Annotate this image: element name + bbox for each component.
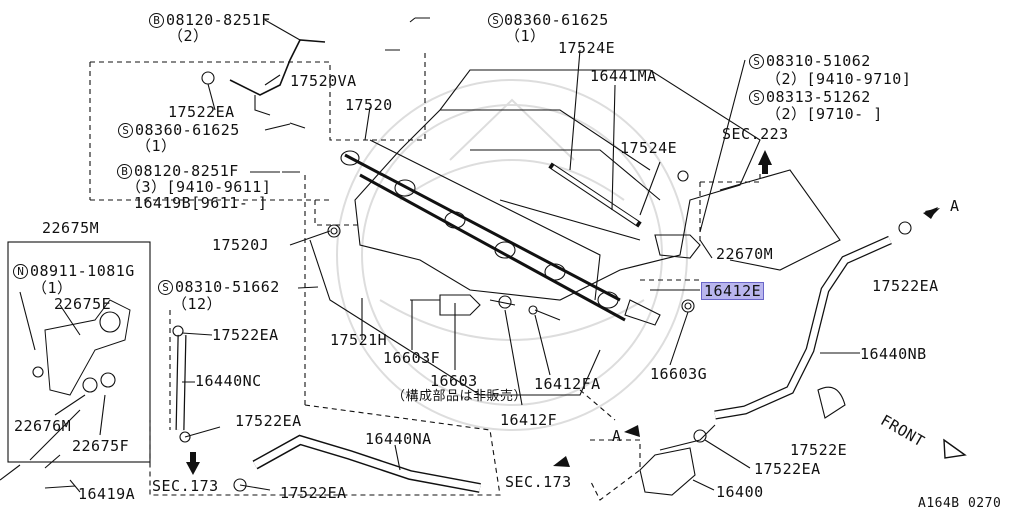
- label-08313-51262-sub: （2）[9710- ]: [766, 105, 883, 123]
- label-16603-note: （構成部品は非販売）: [392, 389, 528, 404]
- label-sec173-right[interactable]: SEC.173: [505, 473, 572, 491]
- screw-ref-circle: S: [749, 54, 764, 69]
- bolt-ref-circle: B: [117, 164, 132, 179]
- label-08313-51262[interactable]: 08313-51262: [766, 88, 871, 106]
- label-17522ea-low[interactable]: 17522EA: [235, 412, 302, 430]
- label-22675f[interactable]: 22675F: [72, 437, 130, 455]
- label-qty-1-n: （1）: [32, 279, 73, 297]
- screw-ref-circle: S: [749, 90, 764, 105]
- label-08120-8251f-mid[interactable]: 08120-8251F: [134, 162, 239, 180]
- label-qty-2-top: （2）: [168, 27, 209, 45]
- label-17521h[interactable]: 17521H: [330, 331, 388, 349]
- label-16440nc[interactable]: 16440NC: [195, 372, 262, 390]
- label-17524e-mid[interactable]: 17524E: [620, 139, 678, 157]
- label-16412fa[interactable]: 16412FA: [534, 375, 601, 393]
- clamp-17522e: [817, 386, 846, 419]
- label-22676m[interactable]: 22676M: [14, 417, 72, 435]
- label-16412f[interactable]: 16412F: [500, 411, 558, 429]
- label-17522ea-1[interactable]: 17522EA: [168, 103, 235, 121]
- label-16603f[interactable]: 16603F: [383, 349, 441, 367]
- label-17520j[interactable]: 17520J: [212, 236, 270, 254]
- label-17522ea-right[interactable]: 17522EA: [872, 277, 939, 295]
- screw-ref-circle: S: [118, 123, 133, 138]
- label-17522ea-bottom-left[interactable]: 17522EA: [280, 484, 347, 502]
- label-16412e-highlighted[interactable]: 16412E: [701, 282, 765, 300]
- label-08911-1081g[interactable]: 08911-1081G: [30, 262, 135, 280]
- label-17520[interactable]: 17520: [345, 96, 393, 114]
- label-sec223[interactable]: SEC.223: [722, 125, 789, 143]
- label-16603g[interactable]: 16603G: [650, 365, 708, 383]
- label-17520va[interactable]: 17520VA: [290, 72, 357, 90]
- label-qty-12: （12）: [172, 295, 223, 313]
- label-22675m[interactable]: 22675M: [42, 219, 100, 237]
- label-08360-61625-mid[interactable]: 08360-61625: [135, 121, 240, 139]
- label-16400[interactable]: 16400: [716, 483, 764, 501]
- label-16440na[interactable]: 16440NA: [365, 430, 432, 448]
- label-16603[interactable]: 16603: [430, 372, 478, 390]
- label-16440nb[interactable]: 16440NB: [860, 345, 927, 363]
- label-22670m[interactable]: 22670M: [716, 245, 774, 263]
- label-16419b[interactable]: 16419B[9611- ]: [134, 194, 268, 212]
- label-17522ea-mid[interactable]: 17522EA: [212, 326, 279, 344]
- fuel-injectors: [340, 150, 695, 326]
- intake-manifold: [309, 69, 841, 396]
- fuel-filter: [639, 447, 696, 496]
- label-08310-51062[interactable]: 08310-51062: [766, 52, 871, 70]
- watermark-emblem: [336, 79, 688, 431]
- hose-16440nb: [714, 235, 892, 420]
- nut-ref-circle: N: [13, 264, 28, 279]
- dashed-group-lines: [89, 50, 761, 501]
- label-17522ea-bottom-right[interactable]: 17522EA: [754, 460, 821, 478]
- label-qty-1-mid: （1）: [136, 137, 177, 155]
- label-qty-1-top: （1）: [505, 27, 546, 45]
- label-08310-51062-sub: （2）[9410-9710]: [766, 70, 912, 88]
- label-16419a[interactable]: 16419A: [78, 485, 136, 503]
- bolt-ref-circle: B: [149, 13, 164, 28]
- screw-ref-circle: S: [158, 280, 173, 295]
- label-arrow-a-top: A: [950, 197, 960, 215]
- label-sub-3-9410: （3）[9410-9611]: [126, 178, 272, 196]
- label-08310-51662[interactable]: 08310-51662: [175, 278, 280, 296]
- fuel-pressure-regulator: [654, 234, 701, 259]
- label-08120-8251f-top[interactable]: 08120-8251F: [166, 11, 271, 29]
- screw-ref-circle: S: [488, 13, 503, 28]
- diagram-code: A164B 0270: [918, 496, 1002, 511]
- label-sec173-left[interactable]: SEC.173: [152, 477, 219, 495]
- direction-arrows: [186, 150, 967, 475]
- pressure-regulator-inset: [7, 241, 151, 463]
- label-17522e[interactable]: 17522E: [790, 441, 848, 459]
- label-arrow-a-mid: A: [612, 427, 622, 445]
- label-08360-61625-top[interactable]: 08360-61625: [504, 11, 609, 29]
- label-17524e-top[interactable]: 17524E: [558, 39, 616, 57]
- label-16441ma[interactable]: 16441MA: [590, 67, 657, 85]
- label-22675e[interactable]: 22675E: [54, 295, 112, 313]
